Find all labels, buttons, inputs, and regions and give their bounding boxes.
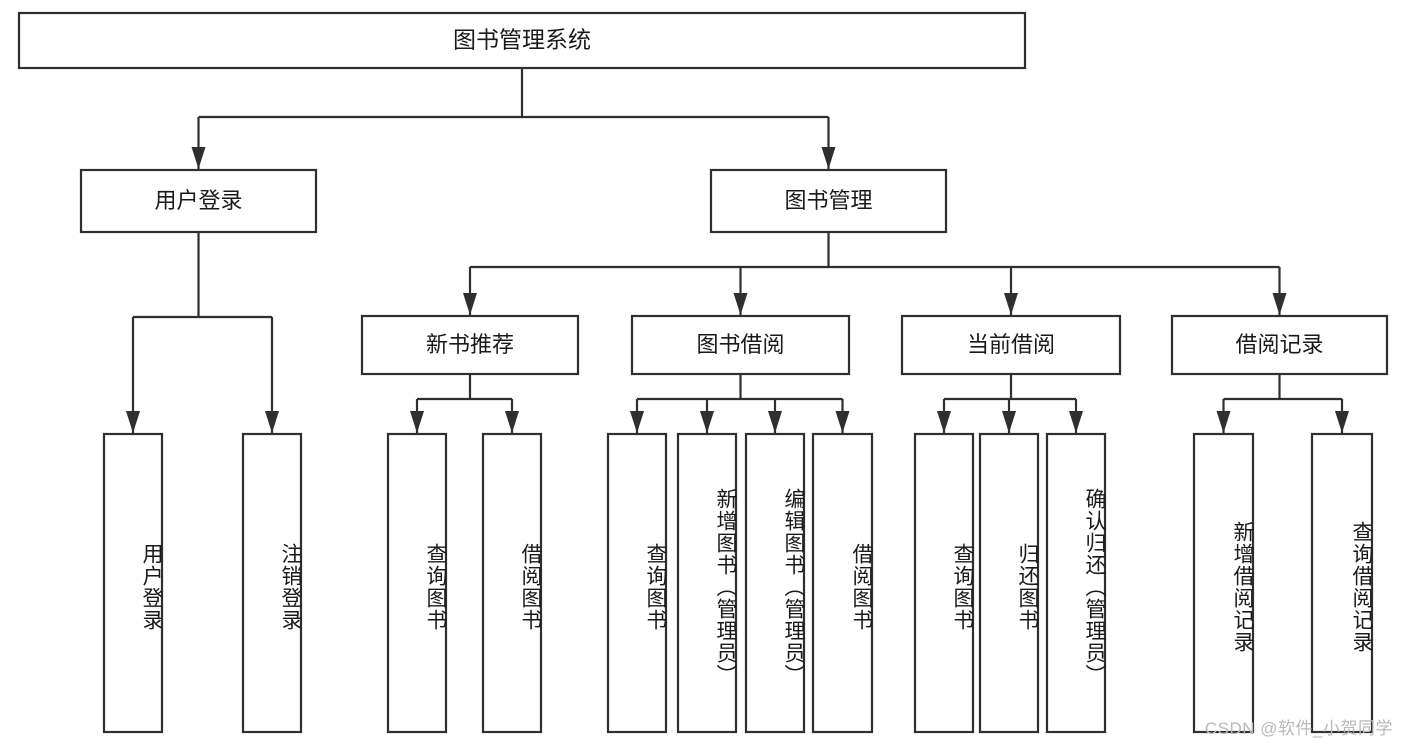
boxes-layer <box>17 11 1389 734</box>
node-box-leaf-user-login <box>102 432 164 734</box>
node-box-borrow-record <box>1170 314 1389 376</box>
arrow-icon-leaf-query-borrow-record <box>1335 411 1349 433</box>
arrow-icon-leaf-add-borrow-record <box>1216 411 1231 433</box>
node-box-new-book-recommend <box>360 314 580 376</box>
csdn-watermark: CSDN @软件_小贺同学 <box>1204 719 1393 738</box>
node-box-leaf-query-books-recommend <box>386 432 448 734</box>
node-box-leaf-return-books <box>978 432 1040 734</box>
node-box-leaf-user-logout <box>241 432 303 734</box>
arrow-icon-new-book-recommend <box>463 293 477 315</box>
node-label-new-book-recommend: 新书推荐 <box>426 332 514 357</box>
node-box-root <box>17 11 1027 70</box>
arrow-icon-current-borrow <box>1004 293 1018 315</box>
node-box-book-management <box>709 168 948 234</box>
node-box-current-borrow <box>900 314 1122 376</box>
arrow-icon-book-management <box>821 147 836 169</box>
connectors-layer <box>126 68 1349 433</box>
arrow-icon-leaf-edit-book-admin <box>768 411 782 433</box>
arrow-icon-leaf-borrow-books-recommend <box>505 411 519 433</box>
arrow-icon-leaf-confirm-return-admin <box>1069 411 1083 433</box>
node-box-leaf-query-books-current <box>913 432 975 734</box>
arrow-icon-leaf-add-book-admin <box>700 411 714 433</box>
arrow-icon-user-login <box>191 147 206 169</box>
node-box-leaf-confirm-return-admin <box>1045 432 1107 734</box>
arrow-icon-leaf-query-books-current <box>937 411 951 433</box>
arrow-icon-leaf-query-books-borrow <box>630 411 644 433</box>
node-box-leaf-borrow-books-recommend <box>481 432 543 734</box>
node-label-root: 图书管理系统 <box>453 27 591 53</box>
arrow-icon-leaf-user-logout <box>265 411 279 433</box>
node-box-leaf-query-borrow-record <box>1310 432 1374 734</box>
node-box-leaf-query-books-borrow <box>606 432 668 734</box>
node-label-current-borrow: 当前借阅 <box>967 332 1055 357</box>
arrow-icon-leaf-user-login <box>126 411 140 433</box>
node-label-book-management: 图书管理 <box>784 188 872 213</box>
arrow-icon-leaf-borrow-books <box>835 411 850 433</box>
node-label-borrow-record: 借阅记录 <box>1235 332 1323 357</box>
node-box-user-login <box>79 168 318 234</box>
arrow-icon-borrow-record <box>1272 293 1287 315</box>
arrow-icon-book-borrow <box>733 293 748 315</box>
node-box-leaf-edit-book-admin <box>744 432 806 734</box>
node-box-leaf-borrow-books <box>811 432 874 734</box>
arrow-icon-leaf-query-books-recommend <box>410 411 424 433</box>
node-label-user-login: 用户登录 <box>154 188 242 213</box>
node-box-book-borrow <box>630 314 851 376</box>
arrow-icon-leaf-return-books <box>1002 411 1016 433</box>
node-label-book-borrow: 图书借阅 <box>696 332 784 357</box>
node-box-leaf-add-book-admin <box>676 432 738 734</box>
node-box-leaf-add-borrow-record <box>1192 432 1255 734</box>
